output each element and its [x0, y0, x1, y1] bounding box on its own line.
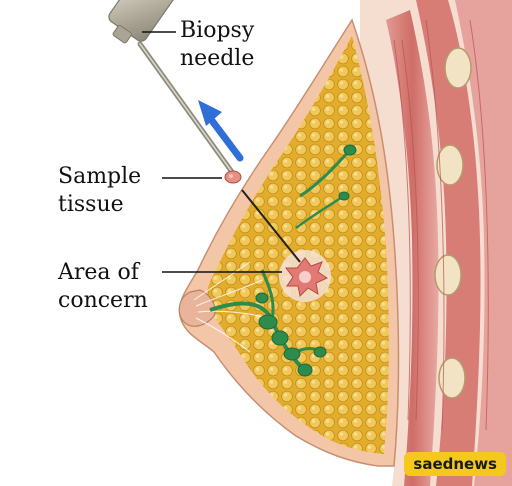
- sample-tissue: [224, 170, 242, 184]
- upward-arrow-icon: [198, 100, 244, 162]
- milk-ducts: [209, 144, 357, 377]
- sample-tissue-label-line1: Sample: [58, 164, 142, 189]
- chest-wall: [360, 0, 512, 486]
- area-of-concern-label-line1: Area of: [58, 260, 139, 285]
- sample-tissue-label-line2: tissue: [58, 192, 124, 217]
- breast-profile: [178, 18, 400, 467]
- needle-icon: [108, 0, 235, 175]
- biopsy-needle-label-line1: Biopsy: [180, 18, 255, 43]
- area-of-concern-label-line2: concern: [58, 288, 148, 313]
- watermark-badge: saednews: [404, 452, 506, 476]
- needle-track: [241, 189, 301, 263]
- biopsy-needle-label-line2: needle: [180, 46, 255, 71]
- area-of-concern-lesion: [279, 250, 331, 302]
- label-leader-lines: [142, 31, 282, 273]
